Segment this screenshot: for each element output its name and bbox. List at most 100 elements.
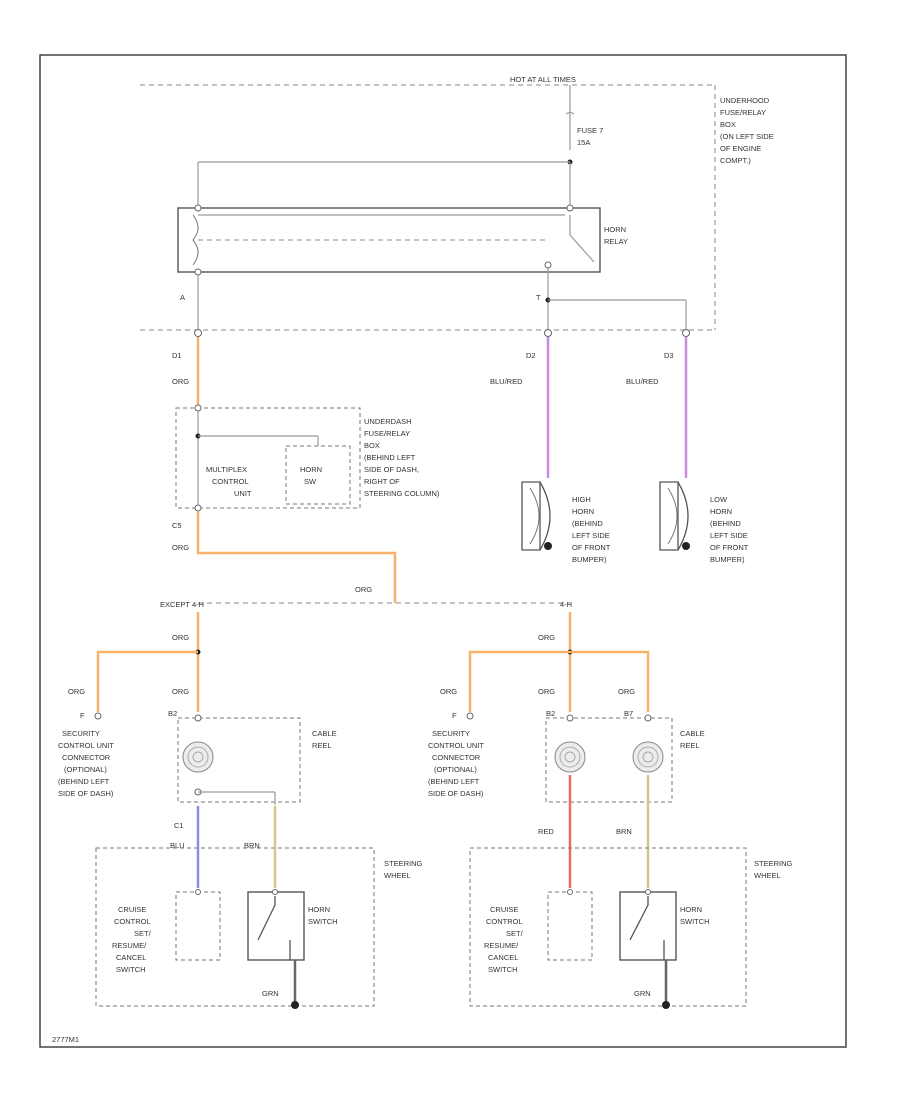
relay-pin-switch-bottom [544, 261, 552, 269]
svg-text:(BEHIND LEFT: (BEHIND LEFT [364, 453, 416, 462]
svg-text:(OPTIONAL): (OPTIONAL) [64, 765, 107, 774]
hot-at-all-times-label: HOT AT ALL TIMES [510, 75, 576, 84]
connector-d1-label: D1 [172, 351, 182, 360]
right-horn-switch-pin [645, 889, 651, 895]
left-security-pin [94, 712, 102, 720]
connector-d2-label: D2 [526, 351, 536, 360]
left-cable-reel-icon [182, 741, 214, 773]
relay-pin-t-label: T [536, 293, 541, 302]
svg-text:BOX: BOX [364, 441, 380, 450]
svg-text:UNDERHOOD: UNDERHOOD [720, 96, 770, 105]
wire-org-right-security [468, 650, 570, 712]
right-cable-reel-box [545, 717, 673, 803]
wire-org-label-5: ORG [68, 687, 85, 696]
svg-text:SECURITY: SECURITY [62, 729, 100, 738]
svg-text:FUSE/RELAY: FUSE/RELAY [720, 108, 766, 117]
split-left-label: EXCEPT 4-H [160, 600, 204, 609]
wire-org-label-1: ORG [172, 377, 189, 386]
left-security-pin-letter: F [80, 711, 85, 720]
low-horn-label: LOW HORN (BEHIND LEFT SIDE OF FRONT BUMP… [710, 495, 749, 564]
right-cable-reel-icon-b [632, 741, 664, 773]
horn-relay-label-2: RELAY [604, 237, 628, 246]
fuse-7-symbol [565, 111, 575, 150]
svg-text:SWITCH: SWITCH [488, 965, 518, 974]
left-cruise-switch-box [175, 891, 221, 961]
right-horn-switch-label-1: HORN [680, 905, 702, 914]
right-steering-label-2: WHEEL [754, 871, 781, 880]
right-cable-reel-pin-b7 [644, 714, 652, 722]
svg-text:LEFT SIDE: LEFT SIDE [710, 531, 748, 540]
svg-text:CANCEL: CANCEL [488, 953, 518, 962]
svg-text:SIDE OF DASH): SIDE OF DASH) [428, 789, 484, 798]
left-security-unit-label: SECURITY CONTROL UNIT CONNECTOR (OPTIONA… [58, 729, 114, 798]
svg-text:(BEHIND LEFT: (BEHIND LEFT [58, 777, 110, 786]
svg-text:FUSE/RELAY: FUSE/RELAY [364, 429, 410, 438]
right-cable-reel-label-1: CABLE [680, 729, 705, 738]
right-steering-wheel-box [469, 847, 747, 1007]
wire-blu-red-label-1: BLU/RED [490, 377, 523, 386]
svg-text:SIDE OF DASH): SIDE OF DASH) [58, 789, 114, 798]
wire-org-c5-run [196, 511, 397, 603]
wire-blu-label: BLU [170, 841, 185, 850]
right-cable-reel-icon-a [554, 741, 586, 773]
fuse-label-2: 15A [577, 138, 590, 147]
relay-switch-blade [569, 234, 595, 263]
svg-text:RESUME/: RESUME/ [112, 941, 147, 950]
wire-grn-label-right: GRN [634, 989, 651, 998]
left-steering-label-1: STEERING [384, 859, 423, 868]
wire-org-label-9: ORG [538, 687, 555, 696]
wire-org-label-10: ORG [618, 687, 635, 696]
right-ground-point [662, 1001, 670, 1009]
svg-text:CONNECTOR: CONNECTOR [432, 753, 481, 762]
left-cable-reel-label-1: CABLE [312, 729, 337, 738]
wire-brn-label-right: BRN [616, 827, 632, 836]
svg-text:RIGHT OF: RIGHT OF [364, 477, 400, 486]
split-right-label: 4-H [560, 600, 572, 609]
svg-text:CONTROL UNIT: CONTROL UNIT [428, 741, 484, 750]
svg-text:OF ENGINE: OF ENGINE [720, 144, 761, 153]
svg-text:CONTROL UNIT: CONTROL UNIT [58, 741, 114, 750]
underdash-box-label: UNDERDASH FUSE/RELAY BOX (BEHIND LEFT SI… [364, 417, 440, 498]
svg-text:BUMPER): BUMPER) [710, 555, 745, 564]
right-security-unit-label: SECURITY CONTROL UNIT CONNECTOR (OPTIONA… [428, 729, 484, 798]
svg-text:CONNECTOR: CONNECTOR [62, 753, 111, 762]
wire-red-label: RED [538, 827, 554, 836]
high-horn-label: HIGH HORN (BEHIND LEFT SIDE OF FRONT BUM… [572, 495, 611, 564]
left-horn-switch-box [247, 891, 305, 961]
horn-relay-label-1: HORN [604, 225, 626, 234]
svg-text:STEERING COLUMN): STEERING COLUMN) [364, 489, 440, 498]
right-b2-label: B2 [546, 709, 555, 718]
left-cruise-label: CRUISE CONTROL SET/ RESUME/ CANCEL SWITC… [112, 905, 152, 974]
underhood-box-label: UNDERHOOD FUSE/RELAY BOX (ON LEFT SIDE O… [720, 96, 774, 165]
svg-text:(OPTIONAL): (OPTIONAL) [434, 765, 477, 774]
relay-pin-a-label: A [180, 293, 185, 302]
svg-text:CANCEL: CANCEL [116, 953, 146, 962]
svg-text:SWITCH: SWITCH [116, 965, 146, 974]
svg-text:(ON LEFT SIDE: (ON LEFT SIDE [720, 132, 774, 141]
wire-org-label-2: ORG [172, 543, 189, 552]
svg-text:HIGH: HIGH [572, 495, 591, 504]
svg-text:CRUISE: CRUISE [490, 905, 518, 914]
horn-sw-label-1: HORN [300, 465, 322, 474]
wire-org-label-7: ORG [538, 633, 555, 642]
horn-sw-box [285, 445, 351, 505]
wire-blu-red-label-2: BLU/RED [626, 377, 659, 386]
connector-d2 [544, 329, 552, 337]
svg-text:UNIT: UNIT [234, 489, 252, 498]
svg-text:(BEHIND: (BEHIND [710, 519, 741, 528]
svg-text:HORN: HORN [710, 507, 732, 516]
right-horn-switch-contact [629, 896, 665, 960]
svg-text:COMPT.): COMPT.) [720, 156, 751, 165]
svg-text:LOW: LOW [710, 495, 728, 504]
svg-text:HORN: HORN [572, 507, 594, 516]
wire-org-label-4: ORG [172, 633, 189, 642]
svg-text:SECURITY: SECURITY [432, 729, 470, 738]
wire-org-left-security [96, 650, 198, 712]
wire-org-label-6: ORG [172, 687, 189, 696]
right-cruise-pin [567, 889, 573, 895]
relay-pin-coil-top [194, 204, 202, 212]
wire-org-right-b7 [570, 650, 650, 712]
high-horn-icon [521, 481, 552, 551]
diagram-frame [39, 54, 847, 1048]
svg-text:SET/: SET/ [506, 929, 524, 938]
